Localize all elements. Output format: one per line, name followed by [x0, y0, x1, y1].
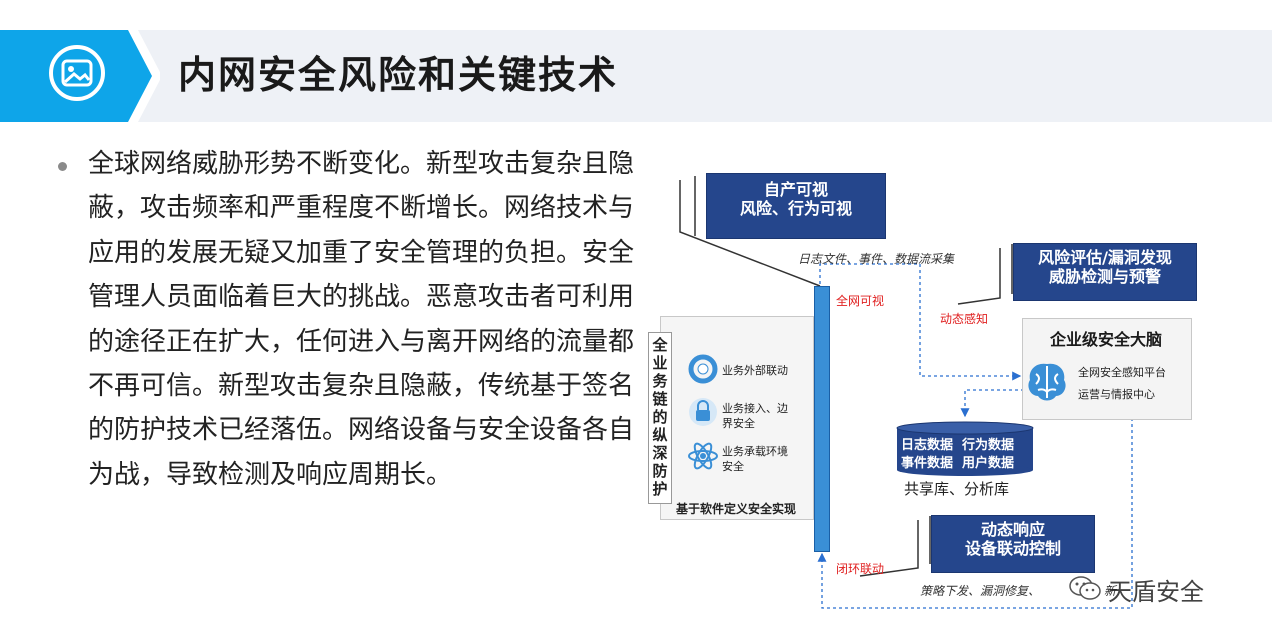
risk-line2: 威胁检测与预警	[1048, 267, 1161, 287]
log-collect-label: 日志文件、事件、数据流采集	[798, 252, 955, 266]
panel-item-2-label-2: 界安全	[722, 417, 755, 430]
datastore: 日志数据 行为数据 事件数据 用户数据	[895, 420, 1035, 476]
brain-line2: 运营与情报中心	[1078, 388, 1155, 401]
visibility-line1: 自产可视	[763, 180, 828, 199]
closed-loop-label: 闭环联动	[836, 562, 885, 576]
visibility-line2: 风险、行为可视	[739, 199, 852, 219]
policy-label-tail: 新	[1104, 584, 1117, 598]
panel-item-3-label-2: 安全	[722, 460, 744, 473]
response-line2: 设备联动控制	[964, 539, 1061, 559]
panel-item-3-label-1: 业务承载环境	[722, 445, 788, 458]
page-title: 内网安全风险和关键技术	[178, 53, 619, 97]
full-network-visible-label: 全网可视	[836, 294, 885, 308]
wechat-icon	[1068, 574, 1102, 602]
visibility-box: 自产可视 风险、行为可视	[707, 174, 885, 238]
defense-panel	[660, 316, 814, 520]
dynamic-sense-label: 动态感知	[940, 312, 989, 326]
brain-line1: 全网安全感知平台	[1078, 366, 1166, 379]
panel-side-box	[648, 332, 672, 504]
image-icon	[48, 44, 106, 102]
atom-icon	[686, 440, 720, 472]
datastore-caption: 共享库、分析库	[904, 480, 1010, 498]
brain-icon	[1022, 358, 1072, 406]
datastore-row1: 日志数据 行为数据	[901, 438, 1015, 453]
panel-side-label: 全业务链的纵深防护	[652, 336, 668, 498]
bullet-dot	[58, 162, 67, 171]
datastore-row2: 事件数据 用户数据	[901, 456, 1015, 471]
response-box: 动态响应 设备联动控制	[932, 516, 1094, 572]
bullet-text: 全球网络威胁形势不断变化。新型攻击复杂且隐蔽，攻击频率和严重程度不断增长。网络技…	[88, 149, 635, 490]
policy-label: 策略下发、漏洞修复、	[920, 584, 1041, 598]
lock-icon	[686, 396, 720, 428]
response-line1: 动态响应	[980, 520, 1045, 539]
panel-caption: 基于软件定义安全实现	[676, 502, 797, 516]
panel-item-1-label: 业务外部联动	[722, 364, 788, 377]
brain-title: 企业级安全大脑	[1049, 330, 1162, 349]
watermark-text: 天盾安全	[1108, 578, 1204, 606]
risk-box: 风险评估/漏洞发现 威胁检测与预警	[1014, 244, 1196, 300]
panel-item-2-label-1: 业务接入、边	[722, 402, 788, 415]
network-bar	[814, 286, 830, 552]
lifebuoy-icon	[686, 354, 720, 384]
title-chevron	[0, 30, 160, 122]
risk-line1: 风险评估/漏洞发现	[1038, 248, 1172, 267]
header-band	[0, 30, 1272, 122]
